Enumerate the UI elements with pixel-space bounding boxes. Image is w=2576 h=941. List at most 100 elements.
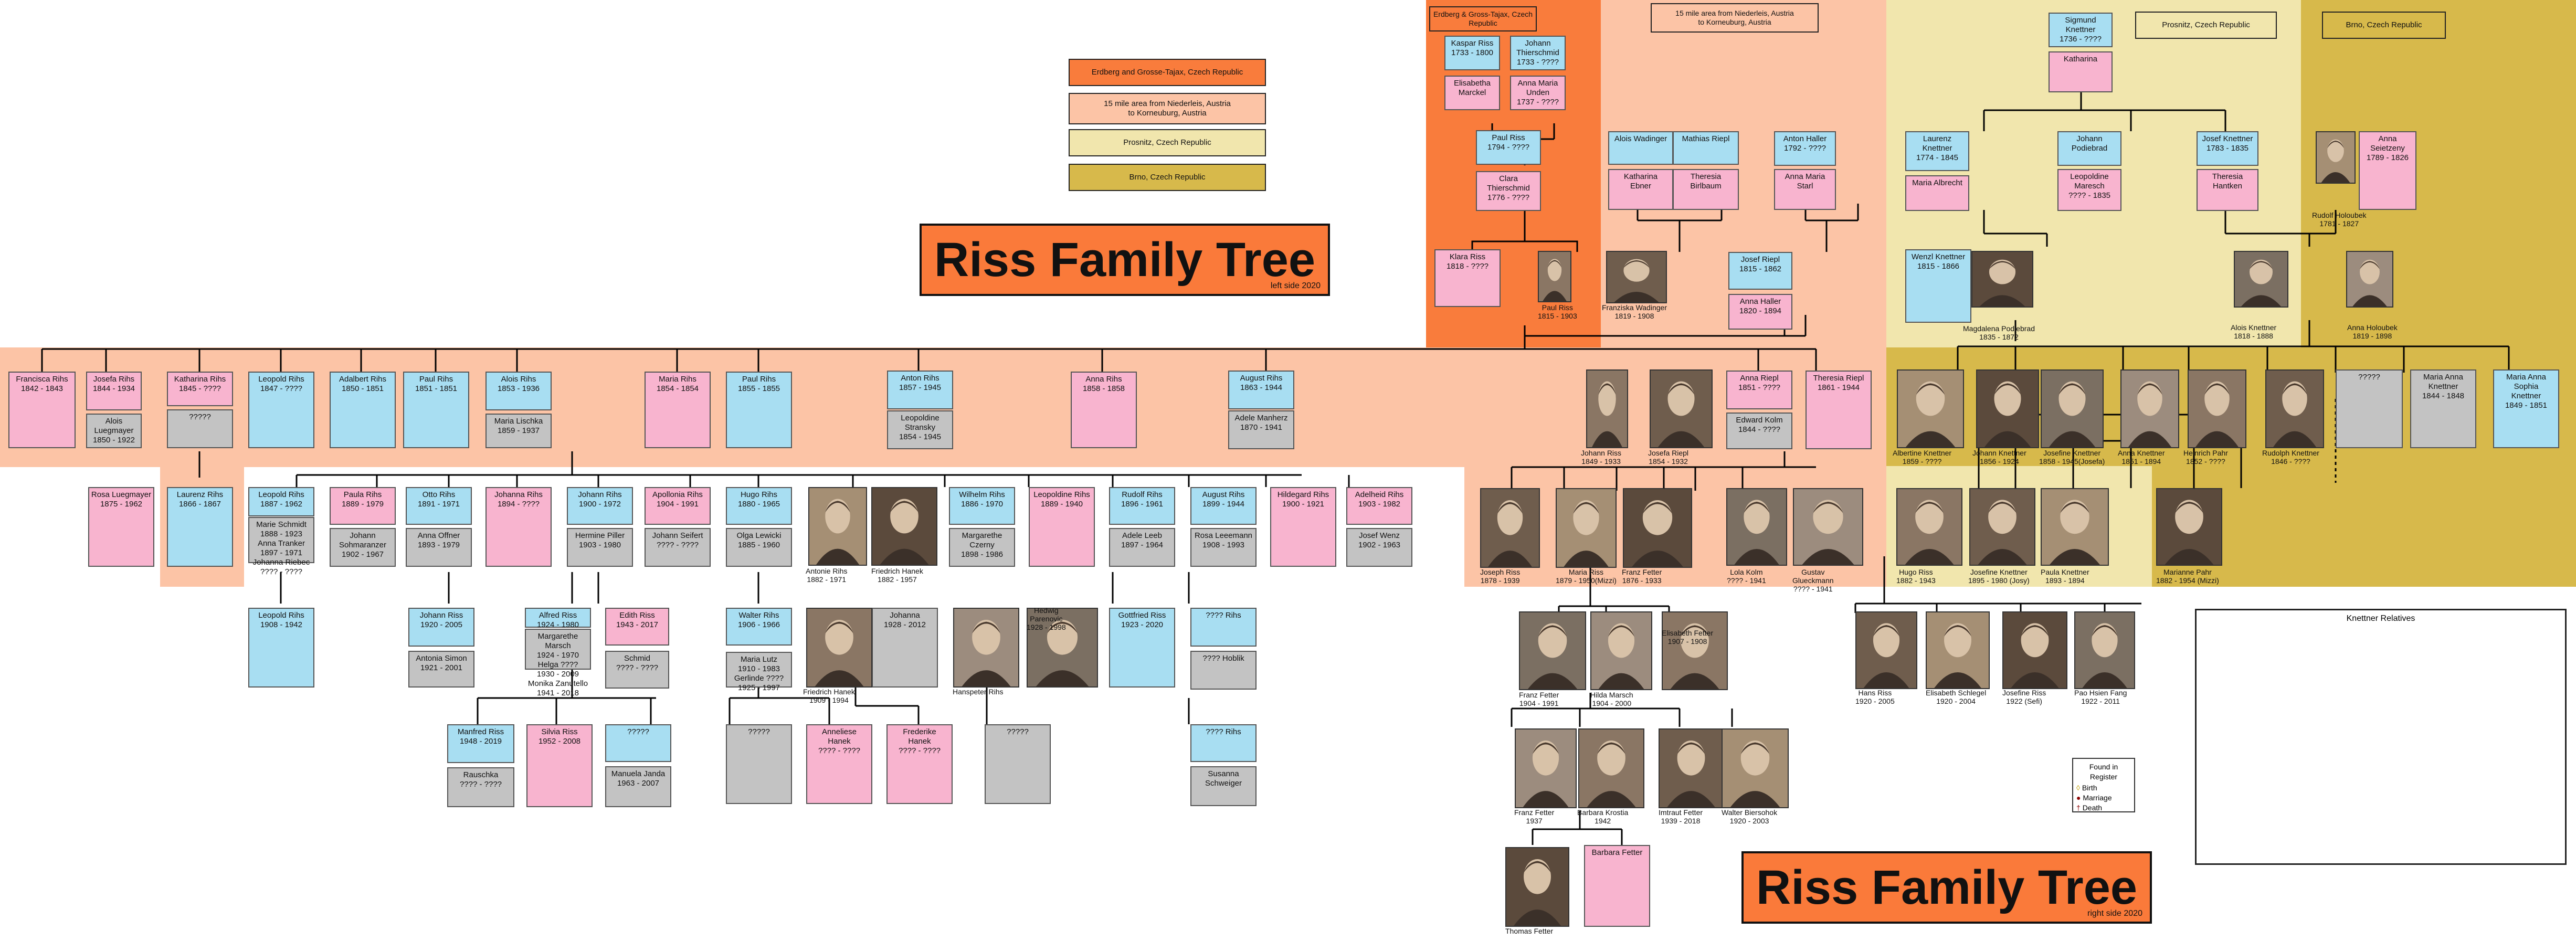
register-birth-label: Birth (2082, 783, 2097, 792)
legend-prosnitz: Prosnitz, Czech Republic (1069, 129, 1266, 156)
person-label: Leopold Rihs 1887 - 1962 (258, 490, 304, 509)
person-label: Katharina Rihs 1845 - ???? (174, 375, 226, 393)
person-box-august-rihs: August Rihs 1899 - 1944 (1190, 487, 1257, 525)
person-label: August Rihs 1863 - 1944 (1240, 374, 1283, 392)
person-box-edward-kolm: Edward Kolm 1844 - ???? (1726, 413, 1792, 449)
person-label: Klara Riss 1818 - ???? (1446, 252, 1489, 271)
portrait-photo (1659, 728, 1724, 808)
person-box-margarethe-marsch: Margarethe Marsch 1924 - 1970 Helga ????… (525, 629, 591, 697)
portrait-caption: Heinrich Pahr 1852 - ???? (2183, 449, 2228, 466)
person-label: Elisabetha Marckel (1453, 79, 1491, 97)
person-label: Francisca Rihs 1842 - 1843 (16, 375, 68, 393)
person-label: Apollonia Rihs 1904 - 1991 (652, 490, 703, 509)
portrait-photo (2041, 488, 2109, 566)
person-box-johann-rihs: Johann Rihs 1900 - 1972 (567, 487, 633, 525)
person-box-walter-rihs: Walter Rihs 1906 - 1966 (726, 608, 792, 646)
person-box-antonia-simon: Antonia Simon 1921 - 2001 (408, 651, 474, 688)
person-box-edith-riss: Edith Riss 1943 - 2017 (605, 608, 669, 646)
person-label: Antonia Simon 1921 - 2001 (416, 654, 467, 672)
portrait-caption: Josefine Knettner 1895 - 1980 (Josy) (1968, 568, 2030, 585)
portrait-photo (1556, 488, 1617, 568)
portrait-caption: Friedrich Hanek 1909 - 1994 (803, 688, 855, 705)
person-box-maria-anna: Maria Anna Sophia Knettner 1849 - 1851 (2493, 369, 2559, 448)
person-box-anna-riepl: Anna Riepl 1851 - ???? (1726, 371, 1792, 409)
person-label: Schmid ???? - ???? (616, 654, 659, 672)
portrait-caption: Hanspeter Rihs (953, 688, 1004, 696)
person-label: Wenzl Knettner 1815 - 1866 (1911, 252, 1966, 271)
portrait-caption: Paula Knettner 1893 - 1894 (2041, 568, 2089, 585)
person-box-josefa-rihs: Josefa Rihs 1844 - 1934 (86, 372, 142, 410)
person-box-rihs: ???? Rihs (1190, 724, 1257, 762)
person-box-barbara-fetter: Barbara Fetter (1584, 845, 1650, 927)
portrait-photo (1896, 488, 1962, 566)
person-box-rosa-luegmayer: Rosa Luegmayer 1875 - 1962 (88, 487, 154, 567)
person-label: Rosa Luegmayer 1875 - 1962 (91, 490, 152, 509)
person-box-mathias-riepl: Mathias Riepl (1673, 131, 1739, 165)
portrait-photo (1969, 488, 2035, 566)
person-box-unknown: ????? (2336, 369, 2403, 448)
person-box-anna-offner: Anna Offner 1893 - 1979 (406, 528, 472, 567)
person-label: Olga Lewicki 1885 - 1960 (736, 531, 782, 549)
person-label: Maria Anna Knettner 1844 - 1848 (2422, 373, 2465, 400)
person-label: Anna Maria Starl (1785, 172, 1825, 191)
person-label: Adelheid Rihs 1903 - 1982 (1355, 490, 1404, 509)
person-label: Edith Riss 1943 - 2017 (616, 611, 659, 629)
portrait-photo (1726, 488, 1787, 566)
person-box-susanna: Susanna Schweiger (1190, 766, 1257, 806)
person-box-hermine-piller: Hermine Piller 1903 - 1980 (567, 528, 633, 567)
person-label: Rosa Leeemann 1908 - 1993 (1194, 531, 1253, 549)
portrait-caption: Lola Kolm ???? - 1941 (1727, 568, 1766, 585)
person-label: Laurenz Rihs 1866 - 1867 (176, 490, 224, 509)
portrait-caption: Gustav Glueckmann ???? - 1941 (1792, 568, 1834, 594)
portrait-caption: Thomas Fetter (1505, 927, 1554, 935)
portrait-caption: Franziska Wadinger 1819 - 1908 (1602, 303, 1667, 321)
portrait-photo (2002, 611, 2067, 689)
person-label: August Rihs 1899 - 1944 (1202, 490, 1245, 509)
person-box-margarethe: Margarethe Czerny 1898 - 1986 (949, 528, 1015, 567)
portrait-caption: Franz Fetter 1876 - 1933 (1622, 568, 1662, 585)
person-label: Mathias Riepl (1682, 134, 1730, 143)
person-box-hugo-rihs: Hugo Rihs 1880 - 1965 (726, 487, 792, 525)
person-label: Alois Luegmayer 1850 - 1922 (92, 417, 135, 445)
portrait-caption: Rudolf Holoubek 1781 - 1827 (2312, 211, 2367, 228)
person-label: Johann Riss 1920 - 2005 (419, 611, 463, 629)
portrait-caption: Friedrich Hanek 1882 - 1957 (871, 567, 923, 584)
person-label: Walter Rihs 1906 - 1966 (737, 611, 780, 629)
person-label: Katharina (2063, 55, 2098, 64)
person-label: Josefa Rihs 1844 - 1934 (92, 375, 135, 393)
person-box-anna-seietzeny: Anna Seietzeny 1789 - 1826 (2359, 131, 2416, 210)
person-box-theresia: Theresia Hantken (2197, 169, 2258, 211)
person-box-johann: Johann Thierschmid 1733 - ???? (1510, 36, 1566, 70)
person-label: ????? (2358, 373, 2380, 382)
person-box-anneliese: Anneliese Hanek ???? - ???? (806, 724, 872, 804)
person-box-alois-rihs: Alois Rihs 1853 - 1936 (485, 372, 552, 410)
region-brno-lower (2152, 466, 2576, 587)
person-box-frederike: Frederike Hanek ???? - ???? (886, 724, 953, 804)
person-label: Leopoldine Maresch ???? - 1835 (2068, 172, 2111, 200)
person-label: Paul Rihs 1855 - 1855 (737, 375, 780, 393)
register-marriage-row: ● Marriage (2076, 793, 2131, 803)
portrait-photo (2316, 131, 2356, 184)
portrait-photo (1976, 369, 2039, 448)
portrait-caption: Imtraut Fetter 1939 - 2018 (1659, 808, 1703, 826)
portrait-caption: Anna Holoubek 1819 - 1898 (2347, 323, 2398, 341)
person-box-maria-lutz: Maria Lutz 1910 - 1983 Gerlinde ???? 192… (726, 652, 792, 692)
person-box-leopoldine: Leopoldine Maresch ???? - 1835 (2057, 169, 2121, 211)
portrait-caption: Elisabeth Fetter 1907 - 1908 (1662, 629, 1714, 646)
person-label: Alfred Riss 1924 - 1980 (536, 611, 579, 629)
portrait-caption: Hilda Marsch 1904 - 2000 (1590, 691, 1633, 708)
person-box-leopold-rihs: Leopold Rihs 1847 - ???? (248, 372, 314, 448)
person-box-clara: Clara Thierschmid 1776 - ???? (1476, 171, 1541, 211)
person-box-leopold-rihs: Leopold Rihs 1908 - 1942 (248, 608, 314, 688)
region-label-brno: Brno, Czech Republic (2322, 12, 2446, 39)
register-key: Found in Register ◊ Birth ● Marriage † D… (2072, 758, 2135, 812)
person-label: Kaspar Riss 1733 - 1800 (1451, 39, 1494, 57)
person-label: Paul Riss 1794 - ???? (1487, 133, 1530, 152)
person-box-alfred-riss: Alfred Riss 1924 - 1980 (525, 608, 591, 629)
person-label: ????? (1007, 727, 1029, 736)
person-box-schmid: Schmid ???? - ???? (605, 651, 669, 689)
person-box-anna-maria: Anna Maria Starl (1774, 169, 1836, 210)
portrait-caption: Pao Hsien Fang 1922 - 2011 (2074, 689, 2127, 706)
portrait-caption: Anna Knettner 1851 - 1894 (2118, 449, 2165, 466)
person-label: Katharina Ebner (1623, 172, 1658, 191)
